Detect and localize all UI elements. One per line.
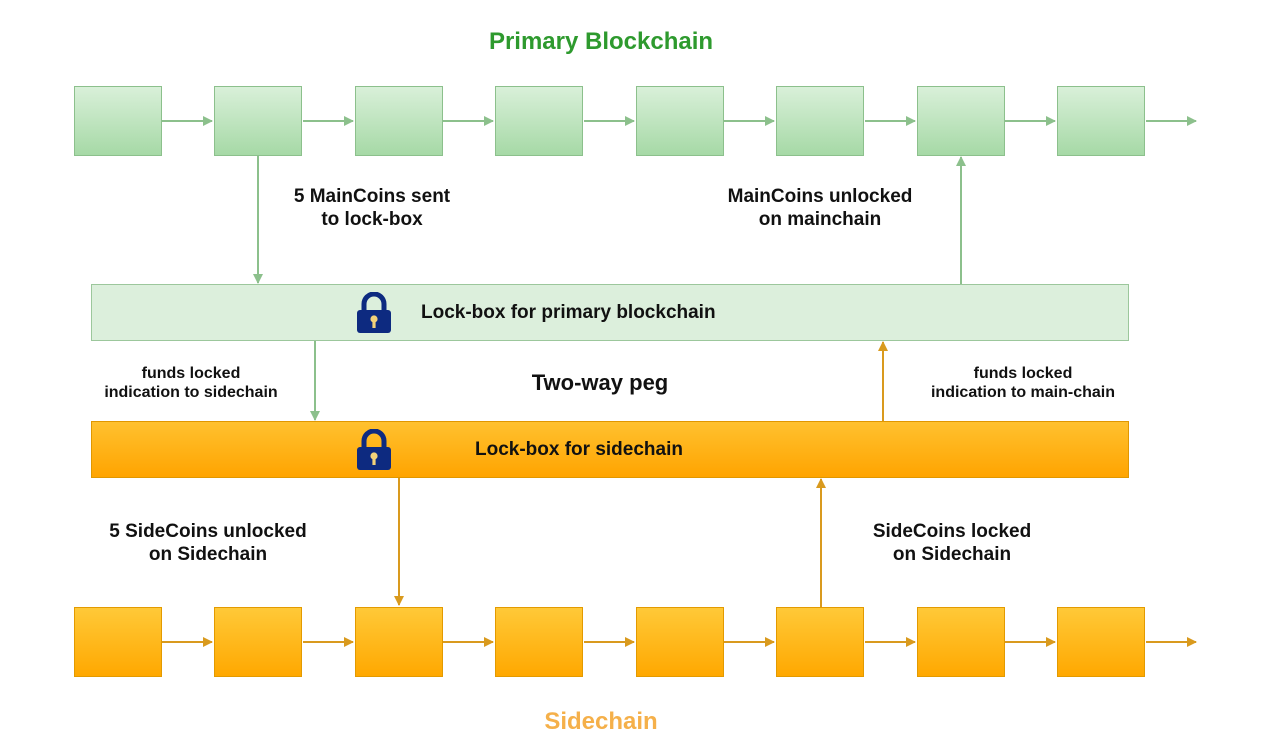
side-locked-line1: SideCoins locked — [872, 521, 1032, 542]
side-unlocked-label: 5 SideCoins unlocked on Sidechain — [58, 521, 358, 567]
main-sent-label: 5 MainCoins sent to lock-box — [262, 186, 482, 232]
primary-block — [636, 86, 724, 156]
sidechain-block — [74, 607, 162, 677]
main-unlocked-line1: MainCoins unlocked — [727, 186, 913, 207]
main-sent-line1: 5 MainCoins sent — [293, 186, 451, 207]
lock-icon — [357, 292, 391, 333]
primary-lockbox: Lock-box for primary blockchain — [91, 284, 1129, 341]
primary-block — [355, 86, 443, 156]
side-locked-label: SideCoins locked on Sidechain — [832, 521, 1072, 567]
primary-blockchain-title: Primary Blockchain — [488, 28, 714, 55]
sidechain-block — [214, 607, 302, 677]
funds-locked-sidechain-label: funds locked indication to sidechain — [68, 364, 314, 402]
lock-icon — [357, 429, 391, 470]
main-unlocked-line2: on mainchain — [758, 208, 882, 230]
sidechain-block — [636, 607, 724, 677]
primary-block — [917, 86, 1005, 156]
sidechain-block — [776, 607, 864, 677]
sidechain-block — [355, 607, 443, 677]
funds-locked-sidechain-line2: indication to sidechain — [104, 384, 278, 402]
sidechain-block — [917, 607, 1005, 677]
main-unlocked-label: MainCoins unlocked on mainchain — [690, 186, 950, 232]
primary-block — [214, 86, 302, 156]
sidechain-block — [1057, 607, 1145, 677]
side-unlocked-line2: on Sidechain — [148, 543, 268, 565]
primary-lockbox-label: Lock-box for primary blockchain — [421, 301, 716, 323]
two-way-peg-label: Two-way peg — [531, 370, 669, 395]
sidechain-lockbox-label: Lock-box for sidechain — [475, 438, 683, 460]
sidechain-title: Sidechain — [544, 708, 658, 735]
funds-locked-mainchain-line1: funds locked — [973, 365, 1073, 382]
primary-block — [495, 86, 583, 156]
funds-locked-sidechain-line1: funds locked — [141, 365, 241, 382]
primary-block — [74, 86, 162, 156]
side-unlocked-line1: 5 SideCoins unlocked — [109, 521, 307, 542]
side-locked-line2: on Sidechain — [892, 543, 1012, 565]
funds-locked-mainchain-label: funds locked indication to main-chain — [892, 364, 1154, 402]
primary-block — [776, 86, 864, 156]
primary-block — [1057, 86, 1145, 156]
main-sent-line2: to lock-box — [321, 208, 423, 230]
sidechain-block — [495, 607, 583, 677]
sidechain-lockbox: Lock-box for sidechain — [91, 421, 1129, 478]
funds-locked-mainchain-line2: indication to main-chain — [930, 384, 1115, 402]
